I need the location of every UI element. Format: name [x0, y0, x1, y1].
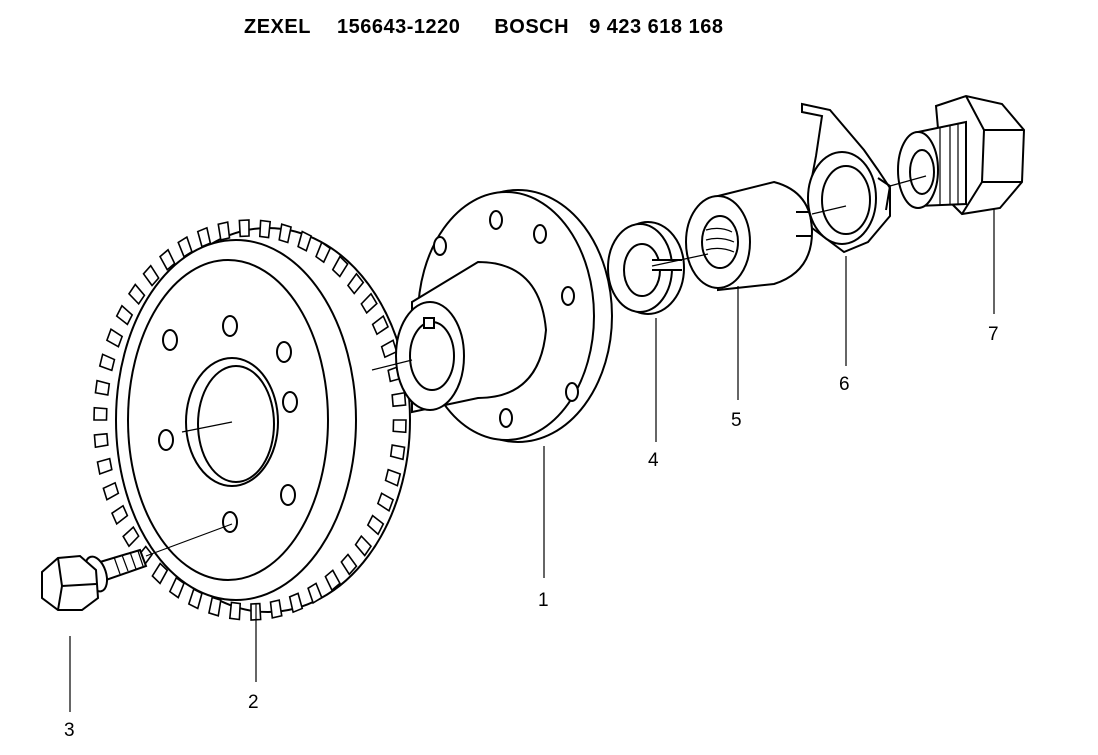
sleeve-part-5	[685, 180, 814, 292]
gear-tooth	[93, 432, 109, 449]
callout-1: 1	[538, 590, 549, 611]
axis-segment	[371, 359, 413, 371]
gear-tooth	[354, 534, 373, 557]
gear-bolt-hole	[276, 341, 292, 363]
bolt-head	[41, 554, 100, 611]
gear-tooth	[324, 569, 341, 592]
gear-tooth	[142, 264, 160, 287]
hub-flange-hole	[533, 224, 547, 244]
axis-segment	[889, 175, 927, 187]
gear-tooth	[159, 248, 176, 271]
maker-bosch: BOSCH	[494, 16, 570, 38]
bolt-head-edges	[57, 557, 97, 611]
callout-6: 6	[839, 374, 850, 395]
gear-tooth	[127, 283, 146, 306]
gear-tooth	[376, 492, 395, 513]
zexel-part-number: 156643-1220	[336, 16, 461, 38]
hub-flange-hole	[565, 382, 579, 402]
gear-tooth	[384, 468, 402, 487]
washer-part-4	[607, 221, 685, 315]
gear-tooth	[228, 601, 242, 621]
gear-tooth	[346, 272, 365, 295]
gear-tooth	[96, 457, 113, 476]
gear-tooth	[98, 353, 116, 372]
hub-flange-hole	[489, 210, 503, 230]
gear-tooth	[340, 553, 358, 576]
bolt-part-3	[41, 548, 148, 611]
gear-tooth	[122, 525, 140, 548]
gear-tooth	[278, 223, 292, 244]
axis-segment	[181, 421, 233, 433]
gear-bolt-hole	[158, 429, 174, 451]
gear-tooth	[371, 314, 390, 336]
gear-tooth	[366, 514, 385, 536]
callout-labels: 1 2 3 4 5 6 7	[64, 324, 999, 741]
gear-web-ring	[127, 259, 329, 581]
gear-bore-inner	[197, 365, 275, 483]
part-header: ZEXEL 156643-1220 BOSCH 9 423 618 168	[244, 16, 723, 39]
maker-zexel: ZEXEL	[244, 16, 311, 38]
gear-tooth	[168, 576, 185, 599]
callout-5: 5	[731, 410, 742, 431]
axis-segment	[811, 205, 847, 215]
gear-tooth	[307, 582, 323, 605]
gear-tooth	[297, 230, 313, 252]
gear-bolt-hole	[222, 315, 238, 337]
plug-thread	[939, 124, 959, 206]
gear-tooth	[208, 596, 222, 617]
lock-plate-bore	[821, 165, 871, 235]
gear-tooth	[238, 219, 250, 238]
washer-slot-gap	[652, 260, 682, 270]
sleeve-thread	[705, 227, 735, 253]
gear-part-2	[93, 219, 411, 621]
hub-flange-hole	[561, 286, 575, 306]
gear-tooth	[269, 599, 283, 619]
gear-tooth	[151, 562, 169, 585]
gear-tooth	[115, 304, 134, 326]
callout-7: 7	[988, 324, 999, 345]
gear-bolt-hole	[162, 329, 178, 351]
gear-tooth	[105, 327, 124, 348]
gear-tooth	[391, 391, 407, 408]
gear-tooth	[258, 219, 272, 239]
hub-keyway	[423, 317, 435, 329]
gear-tooth	[110, 504, 129, 526]
plug-part-7	[897, 94, 1026, 216]
gear-tooth	[315, 241, 332, 264]
hub-flange-hole	[499, 408, 513, 428]
hub-flange-hole	[433, 236, 447, 256]
gear-tooth	[360, 292, 378, 315]
gear-tooth	[331, 255, 349, 278]
axis-segment	[651, 253, 709, 267]
gear-bolt-hole	[222, 511, 238, 533]
callout-4: 4	[648, 450, 659, 471]
washer-slot	[652, 259, 682, 271]
gear-tooth	[217, 221, 231, 241]
hub-bore	[409, 321, 455, 391]
callout-3: 3	[64, 720, 75, 741]
plug-face-inner	[909, 149, 935, 195]
assembly-axis	[145, 175, 927, 557]
gear-tooth	[288, 592, 304, 614]
gear-bolt-hole	[282, 391, 298, 413]
gear-tooth	[389, 444, 406, 461]
callout-2: 2	[248, 692, 259, 713]
gear-tooth	[102, 481, 120, 501]
gear-tooth	[93, 406, 108, 421]
gear-teeth	[93, 219, 407, 621]
lock-plate-part-6	[801, 102, 892, 254]
gear-tooth	[94, 379, 111, 396]
leader-lines	[69, 208, 995, 712]
gear-bolt-hole	[280, 484, 296, 506]
bosch-part-number: 9 423 618 168	[589, 16, 724, 38]
gear-tooth	[392, 419, 407, 434]
hub-part-1	[395, 189, 613, 443]
bolt-axis	[145, 523, 233, 557]
plug-hex-edges	[961, 95, 1024, 215]
bolt-thread	[113, 550, 144, 575]
